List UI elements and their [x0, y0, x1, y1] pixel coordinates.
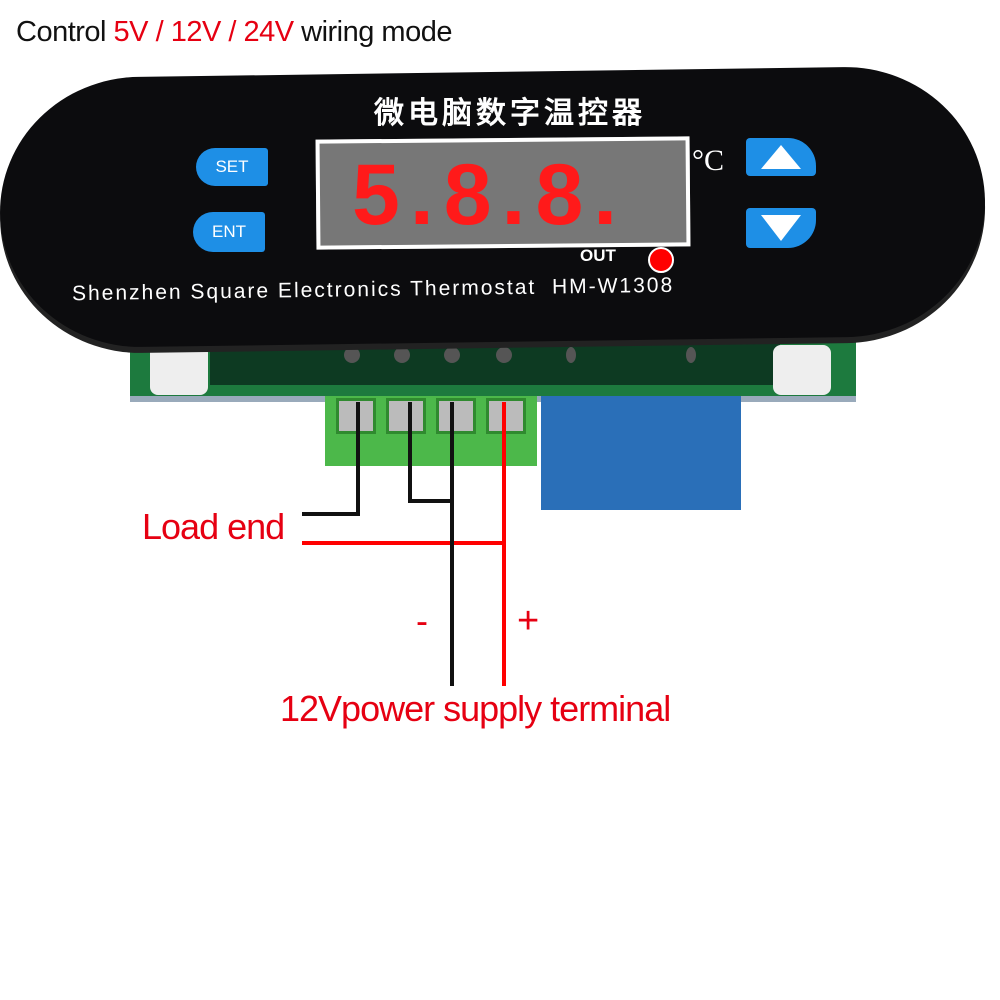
- pin: [394, 347, 410, 363]
- plus-label: +: [517, 600, 540, 642]
- triangle-up-icon: [761, 145, 801, 169]
- ent-button[interactable]: ENT: [193, 212, 265, 252]
- minus-label: -: [416, 600, 428, 641]
- pin: [344, 347, 360, 363]
- pin: [686, 347, 696, 363]
- pin: [566, 347, 576, 363]
- caption-voltages: 5V / 12V / 24V: [113, 16, 295, 48]
- load-end-label: Load end: [142, 506, 285, 547]
- pin: [496, 347, 512, 363]
- terminal-slot: [386, 398, 426, 434]
- terminal-slot: [436, 398, 476, 434]
- triangle-down-icon: [761, 215, 801, 241]
- display-digits: 5.8.8.: [352, 147, 628, 243]
- standoff-right: [773, 345, 831, 395]
- celsius-unit: °C: [692, 144, 725, 177]
- up-button[interactable]: [746, 138, 816, 176]
- down-button[interactable]: [746, 208, 816, 248]
- pcb-shadow: [210, 340, 780, 385]
- out-label: OUT: [580, 246, 616, 265]
- load-wire-black: [302, 402, 360, 516]
- caption-prefix: Control: [16, 16, 114, 48]
- set-button[interactable]: SET: [196, 148, 268, 186]
- chinese-title: 微电脑数字温控器: [374, 96, 646, 131]
- pin: [444, 347, 460, 363]
- caption: Control 5V / 12V / 24V wiring mode: [16, 16, 452, 49]
- standoff-left: [150, 345, 208, 395]
- caption-suffix: wiring mode: [293, 16, 452, 48]
- out-indicator-led: [648, 247, 674, 273]
- relay: [541, 396, 741, 510]
- power-supply-label: 12Vpower supply terminal: [280, 688, 671, 729]
- minus-link-wire: [408, 402, 452, 503]
